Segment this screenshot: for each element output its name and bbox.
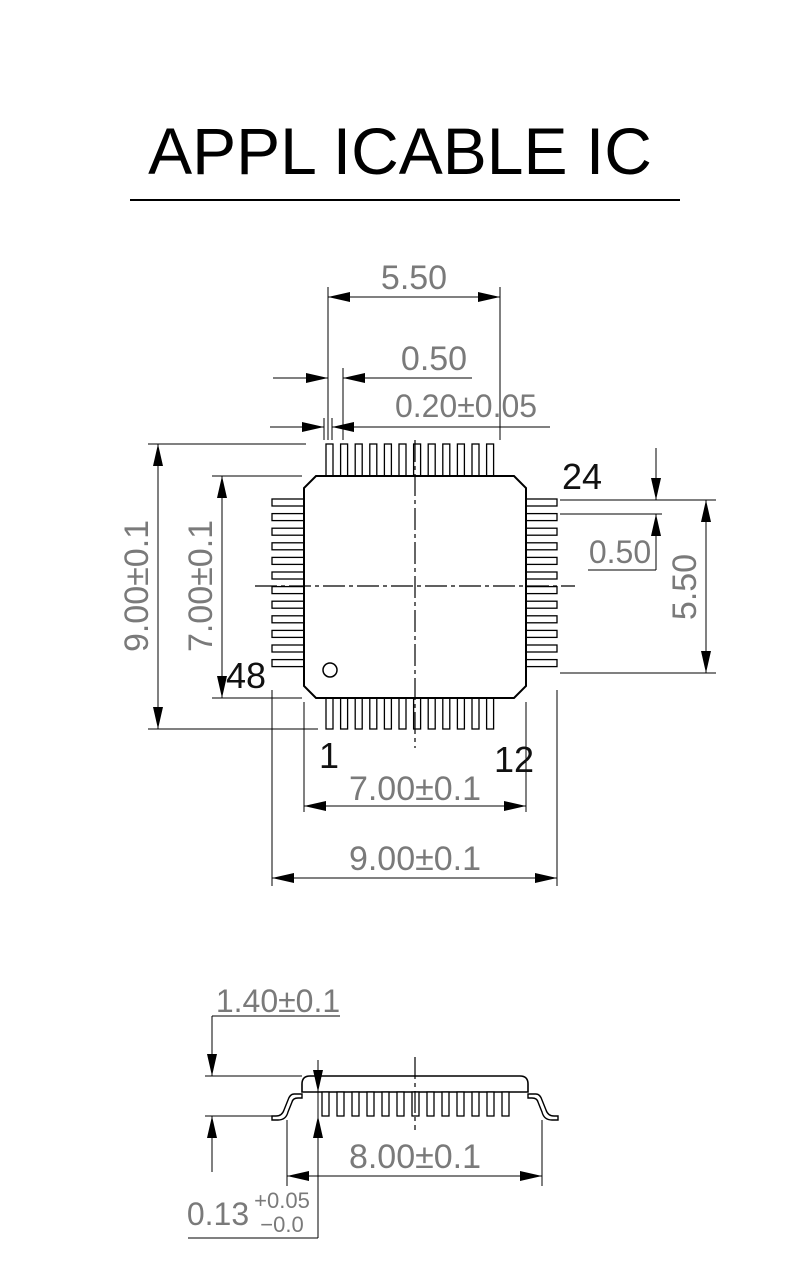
side-lead [336,1091,345,1117]
dim-side-span: 8.00±0.1 [349,1138,481,1176]
lead-top [427,443,436,477]
lead-bottom [471,697,480,730]
dim-lead-pitch: 0.50 [401,340,467,378]
lead-bottom [398,697,407,730]
lead-top [442,443,451,477]
dim-overall-height: 9.00±0.1 [118,520,156,652]
lead-left [271,542,305,551]
page-title: APPL ICABLE IC [148,114,652,188]
side-lead [366,1091,375,1117]
lead-right [525,556,558,566]
dim-standoff-plus: +0.05 [254,1188,310,1213]
lead-top [369,443,378,477]
lead-right [525,512,558,522]
leads-bottom [325,697,495,730]
leads-left [271,498,305,668]
lead-bottom [442,697,451,730]
side-view: 1.40±0.1 0.13 +0.05 −0.0 8.00±0.1 [187,983,559,1239]
dim-lead-width: 0.20±0.05 [395,388,537,424]
dim-body-width: 7.00±0.1 [349,770,481,808]
side-leads [321,1091,510,1117]
lead-right [525,629,558,639]
dim-right-pitch-group: 5.50 [666,554,704,620]
side-lead [381,1091,390,1117]
lead-left [271,527,305,536]
dim-overall-width: 9.00±0.1 [349,840,481,878]
lead-left [271,600,305,609]
dim-pitch-group-width: 5.50 [381,259,447,297]
lead-top [485,443,495,477]
lead-left [271,498,305,507]
lead-top [354,443,363,477]
pin-label-48: 48 [226,655,266,696]
lead-left [271,658,305,668]
lead-top [456,443,466,477]
lead-left [271,556,305,566]
side-lead [441,1091,450,1117]
gull-wing-lead-right [527,1093,559,1121]
pin-label-24: 24 [562,456,602,497]
title-underline [130,199,680,201]
lead-right [525,615,558,624]
lead-bottom [369,697,378,730]
lead-top [398,443,407,477]
lead-top [339,443,349,477]
side-lead [471,1091,480,1117]
lead-left [271,512,305,522]
pin-label-12: 12 [494,739,534,780]
lead-left [271,615,305,624]
lead-left [271,571,305,580]
side-lead [486,1091,495,1117]
dim-right-pitch: 0.50 [589,534,651,570]
lead-right [525,600,558,609]
lead-right [525,644,558,653]
pin-label-1: 1 [319,735,339,776]
lead-top [383,443,393,477]
lead-bottom [485,697,495,730]
leads-right [525,498,558,668]
lead-right [525,571,558,580]
side-lead [396,1091,405,1117]
lead-right [525,498,558,507]
lead-left [271,644,305,653]
gull-wing-lead-left [271,1093,303,1121]
lead-right [525,658,558,668]
lead-right [525,527,558,536]
dim-side-height: 1.40±0.1 [216,983,340,1019]
lead-right [525,542,558,551]
top-view: 5.50 0.50 0.20±0.05 0.50 5.50 [118,259,716,886]
lead-top [325,443,334,477]
side-lead [426,1091,435,1117]
lead-bottom [354,697,363,730]
lead-top [471,443,480,477]
lead-right [525,585,558,595]
lead-left [271,629,305,639]
leads-top [325,443,495,477]
side-lead [501,1091,510,1117]
side-lead [456,1091,465,1117]
lead-bottom [456,697,466,730]
side-lead [351,1091,360,1117]
lead-bottom [339,697,349,730]
lead-bottom [325,697,334,730]
lead-bottom [427,697,436,730]
pin1-marker [322,662,338,678]
lead-left [271,585,305,595]
lead-bottom [383,697,393,730]
dim-standoff-base: 0.13 [187,1196,249,1232]
dim-standoff-minus: −0.0 [260,1212,303,1237]
side-lead [321,1091,330,1117]
dim-body-height: 7.00±0.1 [182,520,220,652]
